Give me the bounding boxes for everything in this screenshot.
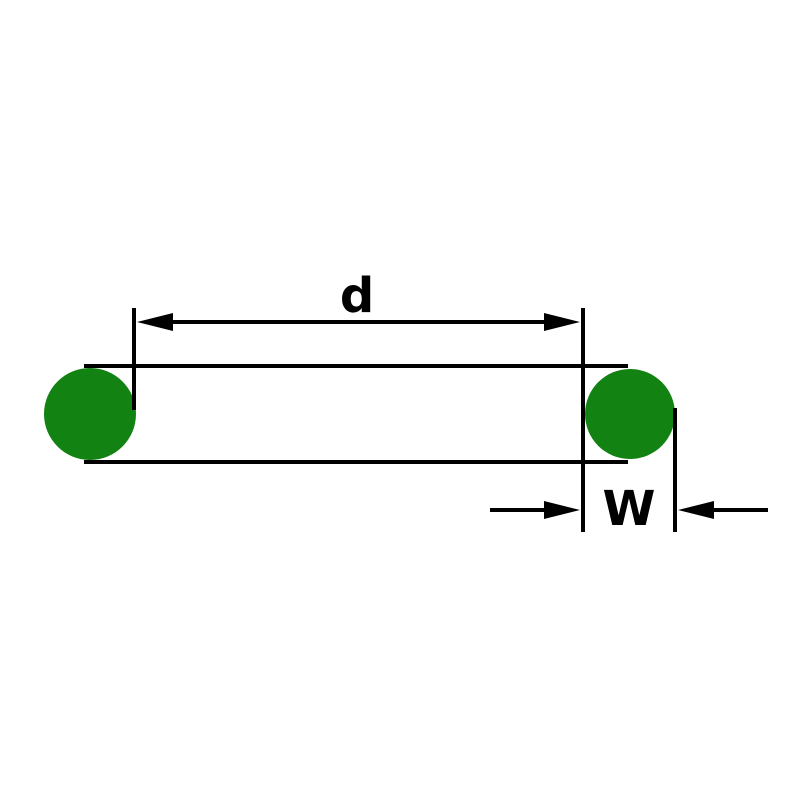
right-oring-cross-section <box>585 369 675 459</box>
d-left-arrowhead <box>137 313 173 331</box>
left-oring-cross-section <box>44 368 136 460</box>
d-label: d <box>340 268 374 324</box>
w-label: W <box>603 481 656 537</box>
w-left-arrowhead <box>544 501 580 519</box>
d-right-arrowhead <box>544 313 580 331</box>
w-right-arrowhead <box>678 501 714 519</box>
